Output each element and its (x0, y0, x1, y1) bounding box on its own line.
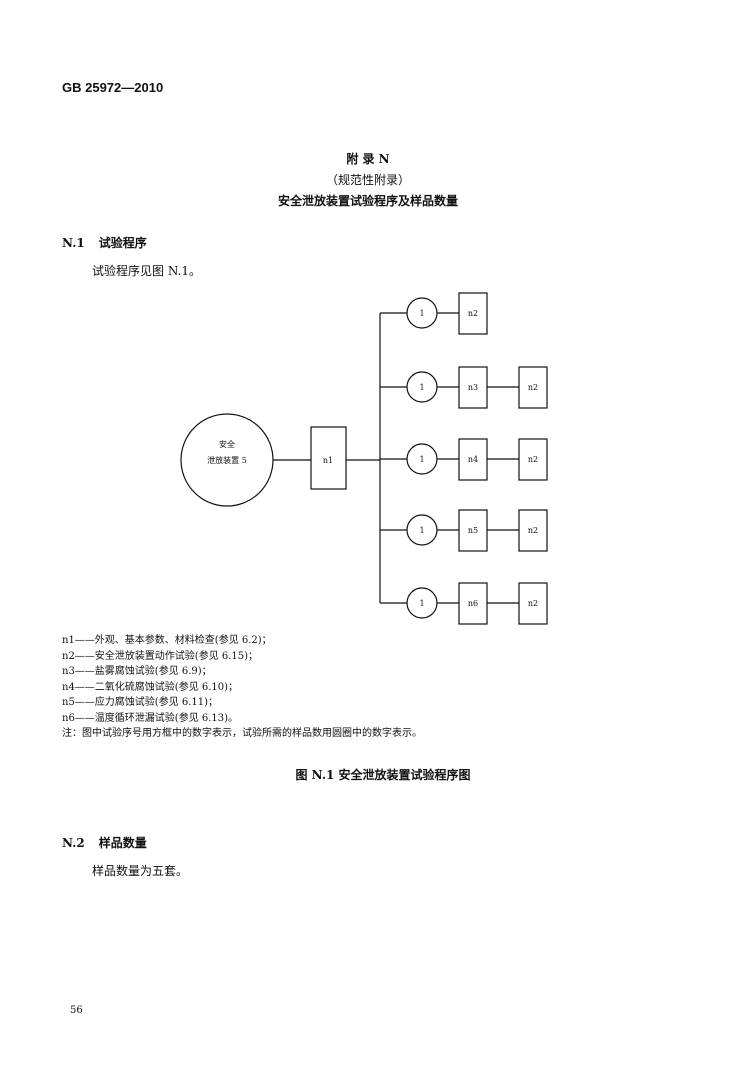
appendix-title: 附 录 N (346, 152, 390, 166)
sample-count-label: 1 (419, 309, 424, 318)
sample-count-label: 1 (419, 455, 424, 464)
legend-item: n4——二氧化硫腐蚀试验(参见 6.10)； (62, 681, 239, 693)
test-label: n6 (468, 599, 478, 608)
source-label-line1: 安全 (219, 439, 235, 449)
legend-item: n1——外观、基本参数、材料检查(参见 6.2)； (62, 635, 272, 646)
test-label-n1: n1 (323, 456, 333, 465)
section-title: 样品数量 (98, 836, 147, 850)
figure-note: 注：图中试验序号用方框中的数字表示，试验所需的样品数用圆圈中的数字表示。 (62, 728, 422, 739)
sample-count-label: 1 (419, 526, 424, 535)
test-box (518, 438, 548, 481)
test-box (518, 582, 548, 625)
test-box (518, 509, 548, 552)
legend-item: n3——盐雾腐蚀试验(参见 6.9)； (62, 666, 212, 677)
test-label: n5 (468, 526, 478, 535)
sample-count-label: 1 (419, 383, 424, 392)
test-label: n2 (528, 599, 538, 608)
legend-item: n5——应力腐蚀试验(参见 6.11)； (62, 697, 219, 708)
test-label: n2 (468, 309, 478, 318)
section-text: 试验程序见图 N.1。 (92, 264, 201, 278)
test-label: n2 (528, 526, 538, 535)
source-label-line2: 泄放装置 5 (207, 455, 247, 465)
sample-count-label: 1 (419, 599, 424, 608)
appendix-type: （规范性附录） (325, 173, 410, 187)
standard-number: GB 25972—2010 (62, 80, 164, 95)
figure-caption: 图 N.1 安全泄放装置试验程序图 (295, 768, 471, 782)
section-title: 试验程序 (98, 236, 147, 250)
test-label: n2 (528, 455, 538, 464)
legend-item: n2——安全泄放装置动作试验(参见 6.15)； (62, 650, 259, 662)
legend: n1——外观、基本参数、材料检查(参见 6.2)； n2——安全泄放装置动作试验… (62, 633, 422, 742)
test-box (518, 366, 548, 409)
section-heading-n1: N.1 试验程序 (62, 234, 161, 251)
test-label: n2 (528, 383, 538, 392)
test-label: n4 (468, 455, 478, 464)
test-box (458, 292, 488, 335)
page-number: 56 (70, 1005, 83, 1016)
section-number: N.1 (62, 236, 85, 250)
test-label: n3 (468, 383, 478, 392)
legend-item: n6——温度循环泄漏试验(参见 6.13)。 (62, 712, 239, 724)
section-number: N.2 (62, 836, 85, 850)
test-box-n1 (310, 426, 347, 490)
section-text: 样品数量为五套。 (92, 864, 189, 878)
section-heading-n2: N.2 样品数量 (62, 834, 161, 851)
appendix-subtitle: 安全泄放装置试验程序及样品数量 (277, 194, 458, 208)
